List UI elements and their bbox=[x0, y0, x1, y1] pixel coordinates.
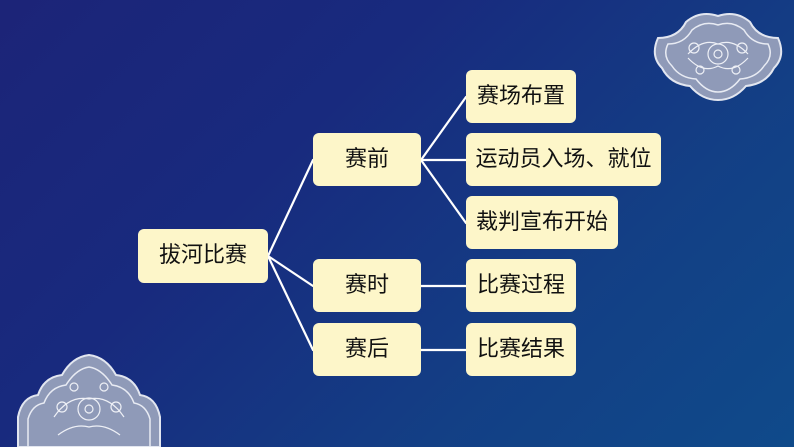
leaf-node-label: 赛场布置 bbox=[476, 83, 565, 109]
leaf-node: 比赛结果 bbox=[466, 323, 576, 376]
leaf-node-label: 裁判宣布开始 bbox=[475, 209, 608, 235]
stage-node-during: 赛时 bbox=[313, 259, 421, 312]
leaf-node-label: 运动员入场、就位 bbox=[475, 146, 652, 172]
floral-ornament-top-right bbox=[653, 13, 783, 102]
stage-node-label: 赛前 bbox=[344, 146, 389, 172]
connector-root-post bbox=[266, 254, 315, 352]
stage-node-label: 赛后 bbox=[344, 336, 389, 362]
leaf-node: 赛场布置 bbox=[466, 70, 576, 123]
root-node: 拔河比赛 bbox=[138, 229, 268, 283]
connector-root-pre bbox=[266, 158, 315, 258]
stage-node-post: 赛后 bbox=[313, 323, 421, 376]
leaf-node-label: 比赛过程 bbox=[476, 272, 565, 298]
stage-node-pre: 赛前 bbox=[313, 133, 421, 186]
leaf-node-label: 比赛结果 bbox=[476, 336, 565, 362]
root-node-label: 拔河比赛 bbox=[158, 243, 247, 268]
connector-pre-l1 bbox=[419, 95, 468, 162]
leaf-node: 比赛过程 bbox=[466, 259, 576, 312]
leaf-node: 运动员入场、就位 bbox=[466, 133, 661, 186]
connector-root-during bbox=[266, 254, 315, 288]
connector-pre-l3 bbox=[419, 158, 468, 225]
leaf-node: 裁判宣布开始 bbox=[466, 196, 618, 249]
floral-ornament-bottom-left bbox=[17, 353, 161, 447]
stage-node-label: 赛时 bbox=[344, 272, 389, 298]
